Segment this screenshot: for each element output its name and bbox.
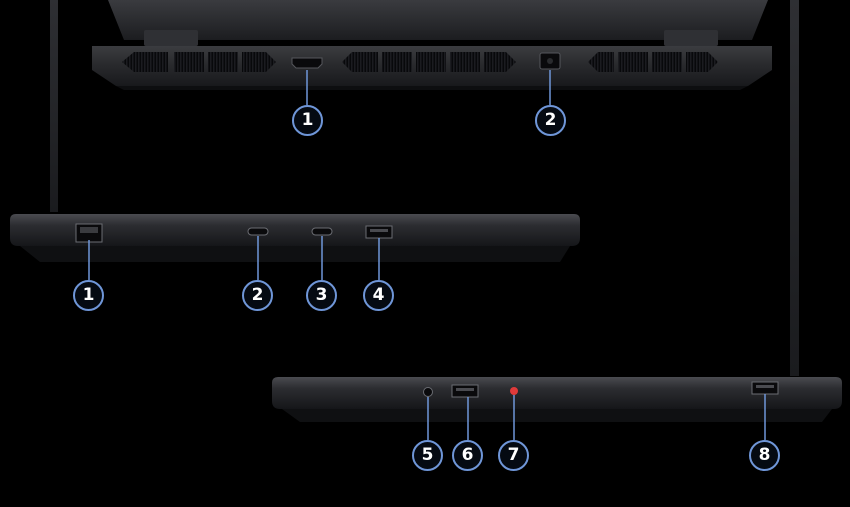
callout-right-usb-a: 6 — [452, 440, 483, 471]
usb-c-port-icon — [247, 227, 269, 236]
screen-edge-left — [50, 0, 58, 212]
callout-left-ethernet: 1 — [73, 280, 104, 311]
left-side-foot — [20, 246, 570, 262]
usb-c-port-icon — [311, 227, 333, 236]
callout-right-power-indicator: 7 — [498, 440, 529, 471]
right-side-foot — [282, 409, 832, 422]
right-side-view — [272, 0, 842, 440]
callout-left-usb-c-2: 3 — [306, 280, 337, 311]
callout-left-usb-c-1: 2 — [242, 280, 273, 311]
lid-edge — [108, 0, 768, 40]
callout-right-audio-jack: 5 — [412, 440, 443, 471]
right-side-body — [272, 377, 842, 409]
hinge-left — [144, 30, 198, 46]
callout-rear-hdmi: 1 — [292, 105, 323, 136]
callout-left-usb-a: 4 — [363, 280, 394, 311]
hdmi-port-icon — [291, 57, 323, 69]
rear-view — [92, 0, 772, 105]
screen-edge-right — [790, 0, 799, 376]
left-side-view — [10, 0, 580, 280]
power-indicator-icon — [510, 387, 518, 395]
left-side-body — [10, 214, 580, 246]
audio-jack-icon — [423, 387, 433, 397]
hinge-right — [664, 30, 718, 46]
rear-vents — [122, 52, 718, 72]
callout-rear-dc-in: 2 — [535, 105, 566, 136]
callout-right-usb-a-2: 8 — [749, 440, 780, 471]
rear-underside — [116, 86, 748, 90]
